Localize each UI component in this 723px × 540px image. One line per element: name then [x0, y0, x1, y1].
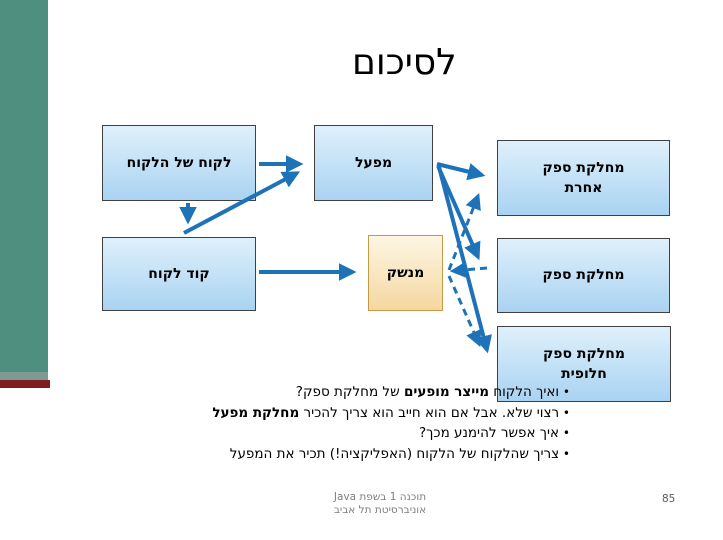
- bullet-marker: •: [559, 426, 570, 440]
- sidebar-green-bar: [0, 0, 48, 372]
- box-factory: מפעל: [314, 125, 433, 201]
- bullet-marker: •: [559, 405, 570, 420]
- bullet-item: • צריך שהלקוח של הלקוח (האפליקציה!) תכיר…: [229, 445, 570, 462]
- box-alt-supplier-class: מחלקת ספק חלופית: [497, 326, 671, 402]
- box-client-code: קוד לקוח: [102, 237, 256, 311]
- sidebar-maroon-stripe: [0, 380, 50, 388]
- slide-title: לסיכום: [352, 42, 457, 83]
- box-interface: מנשק: [368, 235, 443, 311]
- dashed-arrow-supplier-to-interface: [449, 261, 488, 278]
- bullet-item: • ואיך הלקוח מייצר מופעים של מחלקת ספק?: [295, 384, 570, 400]
- bullet-item: • רצוי שלא. אבל אם הוא חייב הוא צריך להכ…: [212, 404, 570, 421]
- footer: תוכנה 1 בשפת Java אוניברסיטת תל אביב: [310, 491, 450, 516]
- page-number: 85: [662, 493, 676, 505]
- arrow-factory-to-supplier: [436, 165, 481, 261]
- box-client-of-client: לקוח של הלקוח: [102, 125, 256, 201]
- bullet-marker: •: [559, 385, 570, 399]
- sidebar-sage-stripe: [0, 372, 48, 380]
- bullet-marker: •: [559, 446, 570, 461]
- arrow-factory-to-alt-supplier: [437, 166, 492, 354]
- footer-university-line: אוניברסיטת תל אביב: [333, 503, 427, 516]
- arrow-factory-to-other-supplier: [436, 162, 486, 181]
- bullet-list: • ואיך הלקוח מייצר מופעים של מחלקת ספק?•…: [100, 382, 570, 464]
- bullet-item: • איך אפשר להימנע מכך?: [419, 425, 570, 441]
- box-other-supplier-class: מחלקת ספק אחרת: [497, 140, 670, 216]
- dashed-arrow-interface-other-supplier: [447, 192, 481, 271]
- dashed-arrow-interface-alt-supplier: [447, 275, 482, 347]
- footer-course-line: תוכנה 1 בשפת Java: [333, 491, 427, 503]
- box-supplier-class: מחלקת ספק: [497, 238, 670, 313]
